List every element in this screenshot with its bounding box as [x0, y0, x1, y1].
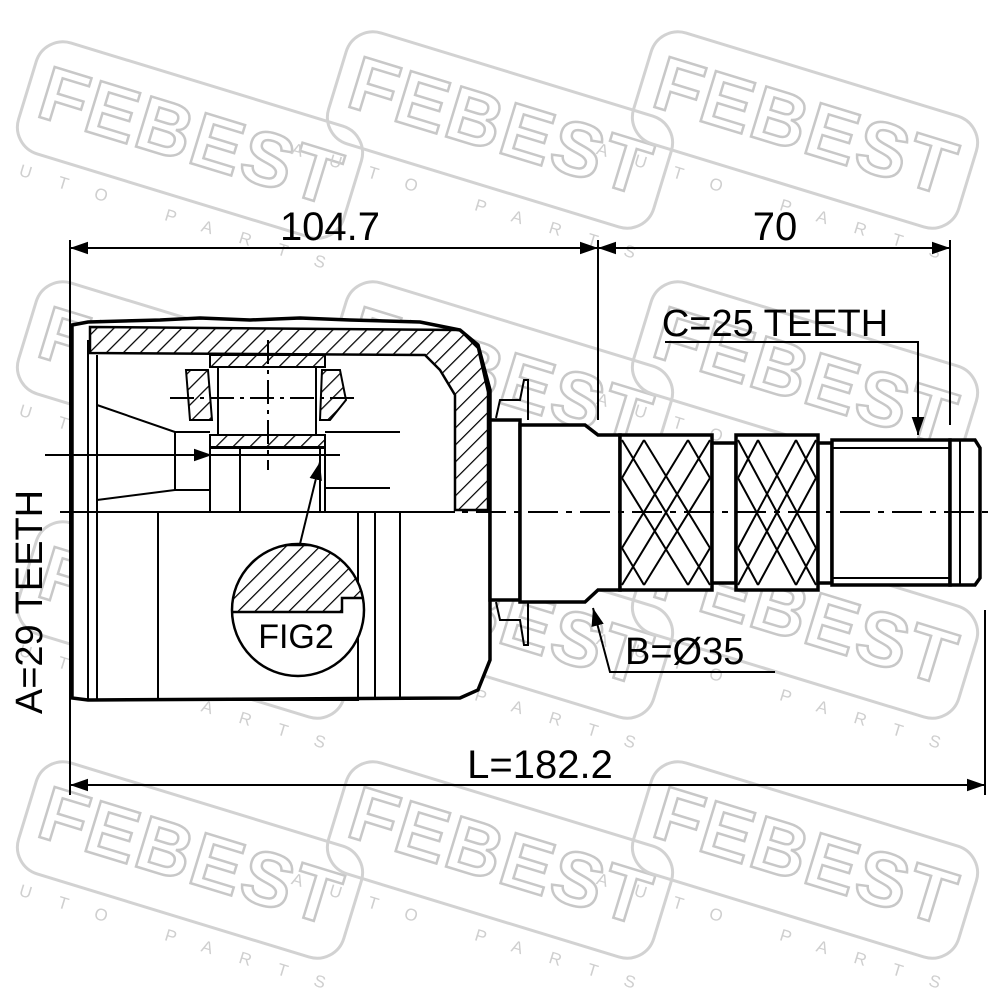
fig2-detail: [230, 461, 366, 678]
label-diameter-b: B=Ø35: [625, 631, 744, 673]
spline-c-leader: [665, 341, 925, 435]
label-spline-a: A=29 TEETH: [9, 490, 51, 714]
label-spline-c: C=25 TEETH: [662, 303, 888, 345]
fig2-leader: [299, 461, 322, 545]
dim-shaft-length: 70: [753, 205, 798, 249]
diameter-b-leader: [591, 607, 775, 673]
dim-inner-length: 104.7: [280, 205, 380, 249]
dimension-lines: [69, 240, 986, 795]
label-fig2: FIG2: [258, 618, 334, 656]
shaft: [60, 341, 990, 673]
dim-total-length: L=182.2: [467, 743, 613, 787]
knurl-section-1: [621, 439, 711, 586]
